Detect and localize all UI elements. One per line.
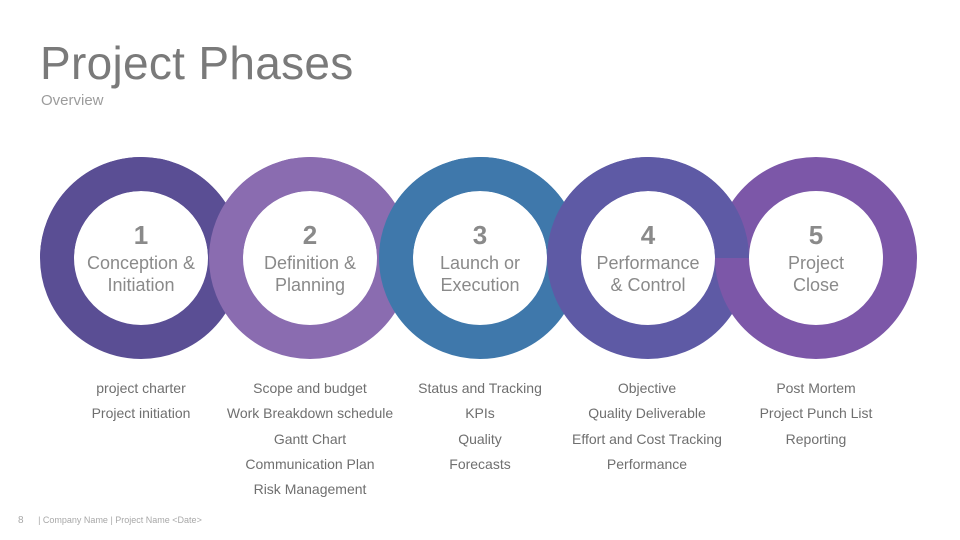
phase-3-items: Status and Tracking KPIs Quality Forecas… <box>390 379 570 480</box>
list-item: Forecasts <box>449 455 511 472</box>
list-item: Effort and Cost Tracking <box>572 430 722 447</box>
footer: 8 | Company Name | Project Name <Date> <box>18 515 202 526</box>
phase-4-ring-overlap <box>547 157 749 259</box>
page-title: Project Phases <box>40 37 354 89</box>
list-item: Status and Tracking <box>418 380 542 396</box>
phase-name-line: Close <box>792 275 840 295</box>
phase-3-label: 3 Launch or Execution <box>410 220 550 296</box>
phase-2-label: 2 Definition & Planning <box>240 220 380 296</box>
list-item: Post Mortem <box>776 380 856 396</box>
list-item: project charter <box>96 380 186 396</box>
list-item: Reporting <box>785 430 847 447</box>
footer-text: | Company Name | Project Name <Date> <box>38 515 202 525</box>
page-number: 8 <box>18 515 24 526</box>
phase-1-ring-overlap <box>40 157 242 259</box>
phase-number: 1 <box>133 220 149 250</box>
list-item: Quality <box>458 430 502 447</box>
list-item: Work Breakdown schedule <box>226 405 394 422</box>
phase-number: 3 <box>472 220 488 250</box>
list-item: Project initiation <box>91 405 191 422</box>
phase-name: Performance & Control <box>578 252 718 296</box>
phase-name-line: & Control <box>610 275 686 295</box>
phase-name: Conception & Initiation <box>71 252 211 296</box>
list-item: Project Punch List <box>759 405 873 422</box>
phase-name-line: Execution <box>440 275 520 295</box>
list-item: Scope and budget <box>253 380 367 396</box>
phase-number: 2 <box>302 220 318 250</box>
phase-5-items: Post Mortem Project Punch List Reporting <box>726 379 906 455</box>
phase-2-items: Scope and budget Work Breakdown schedule… <box>220 379 400 505</box>
phase-1-label: 1 Conception & Initiation <box>71 220 211 296</box>
list-item: Objective <box>617 380 677 396</box>
phase-name: Launch or Execution <box>410 252 550 296</box>
list-item: Risk Management <box>253 481 367 498</box>
list-item: Performance <box>606 455 688 472</box>
phase-number: 5 <box>808 220 824 250</box>
list-item: Communication Plan <box>245 455 375 472</box>
phase-1-items: project charter Project initiation <box>51 379 231 430</box>
phase-name-line: Definition & <box>263 253 357 273</box>
list-item: Gantt Chart <box>273 430 347 447</box>
phase-name: Definition & Planning <box>240 252 380 296</box>
phase-name-line: Performance <box>596 253 700 273</box>
phase-4-items: Objective Quality Deliverable Effort and… <box>557 379 737 480</box>
phase-4-label: 4 Performance & Control <box>578 220 718 296</box>
phase-5-label: 5 Project Close <box>746 220 886 296</box>
list-item: KPIs <box>465 405 495 422</box>
phase-name-line: Planning <box>274 275 346 295</box>
phase-2-ring-overlap <box>209 157 411 259</box>
phase-number: 4 <box>640 220 656 250</box>
phase-name-line: Launch or <box>439 253 521 273</box>
page-subtitle: Overview <box>41 92 104 109</box>
phase-name-line: Conception & <box>86 253 196 273</box>
phase-name-line: Initiation <box>107 275 175 295</box>
phase-name-line: Project <box>787 253 845 273</box>
phase-name: Project Close <box>746 252 886 296</box>
list-item: Quality Deliverable <box>588 405 706 422</box>
